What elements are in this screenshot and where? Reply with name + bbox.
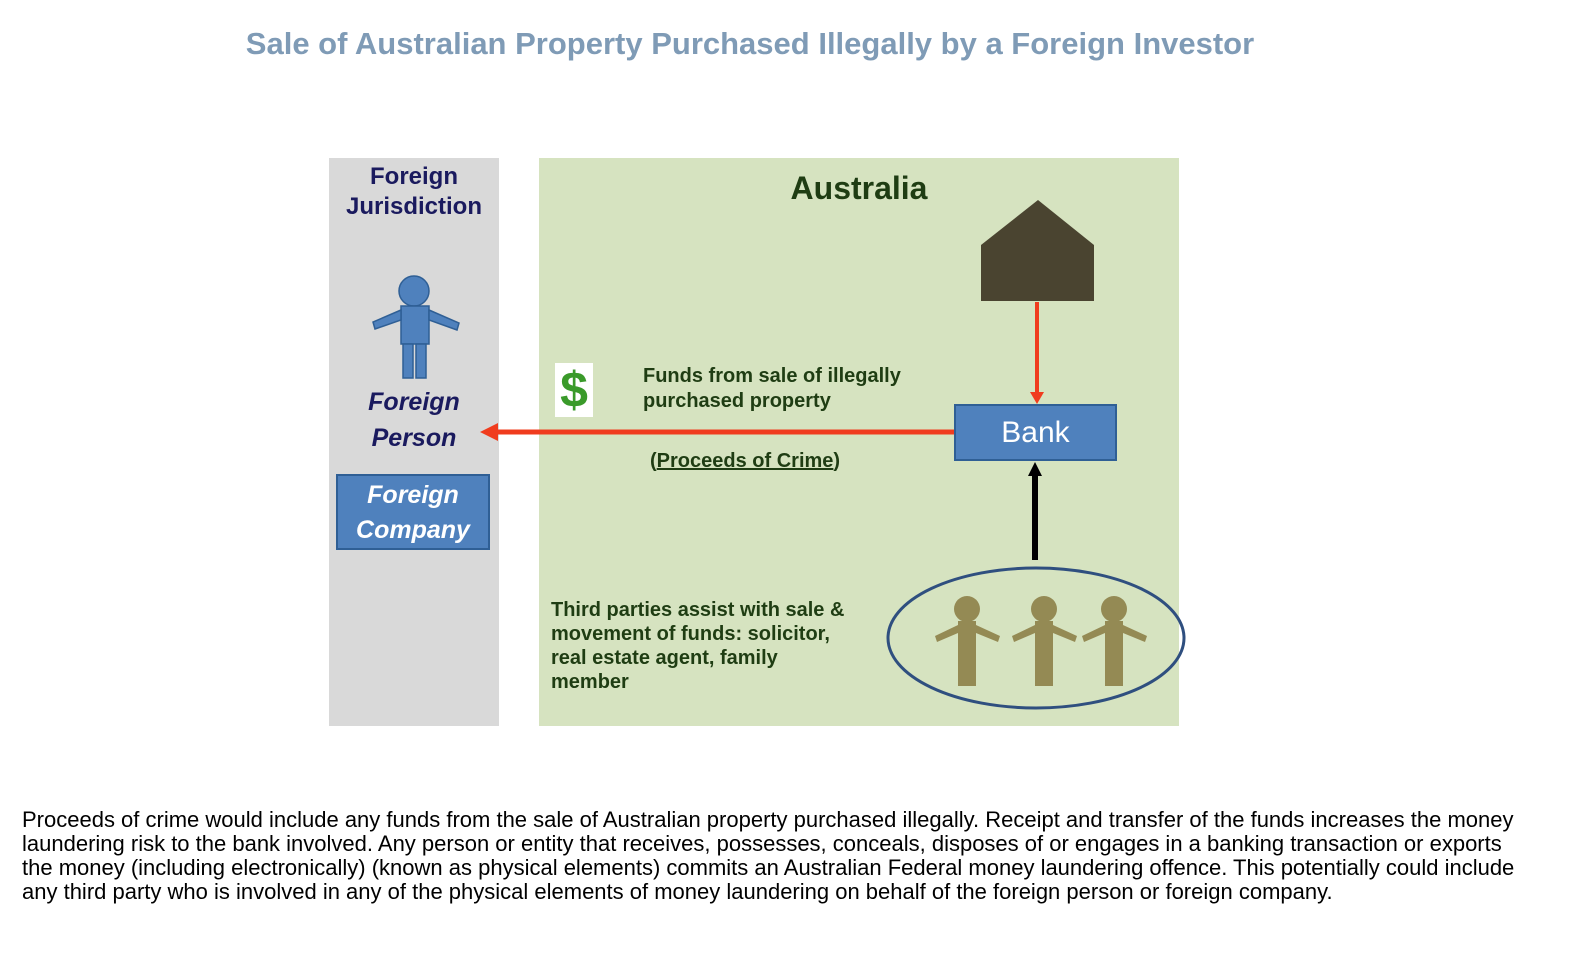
third-parties-description: Third parties assist with sale & movemen… — [551, 599, 845, 693]
foreign-person-label: Foreign Person — [368, 388, 460, 452]
australia-label: Australia — [790, 170, 928, 206]
bank-to-foreign-arrow — [480, 423, 954, 441]
third-parties-to-bank-arrow — [1028, 462, 1042, 560]
proceeds-of-crime-label: (Proceeds of Crime) — [650, 450, 840, 473]
proceeds-of-crime-text: Proceeds of Crime — [656, 450, 834, 472]
third-party-person-3 — [1082, 596, 1147, 686]
page-title: Sale of Australian Property Purchased Il… — [245, 26, 1255, 61]
caption-paragraph: Proceeds of crime would include any fund… — [22, 807, 1515, 904]
foreign-jurisdiction-label: Foreign Jurisdiction — [345, 163, 483, 220]
dollar-symbol: $ — [560, 362, 588, 418]
proceeds-close-paren: ) — [833, 450, 841, 472]
people-group-icon — [886, 566, 1186, 710]
person-icon — [372, 275, 460, 379]
third-party-person-2 — [1012, 596, 1077, 686]
foreign-company-box: Foreign Company — [336, 474, 490, 550]
house-icon — [981, 200, 1094, 301]
third-party-person-1 — [935, 596, 1000, 686]
proceeds-open-paren: ( — [650, 450, 657, 472]
bank-box: Bank — [954, 404, 1117, 461]
funds-description: Funds from sale of illegally purchased p… — [643, 365, 901, 412]
house-to-bank-arrow — [1030, 302, 1044, 404]
foreign-jurisdiction-panel — [329, 158, 499, 726]
dollar-icon: $ — [555, 363, 593, 417]
